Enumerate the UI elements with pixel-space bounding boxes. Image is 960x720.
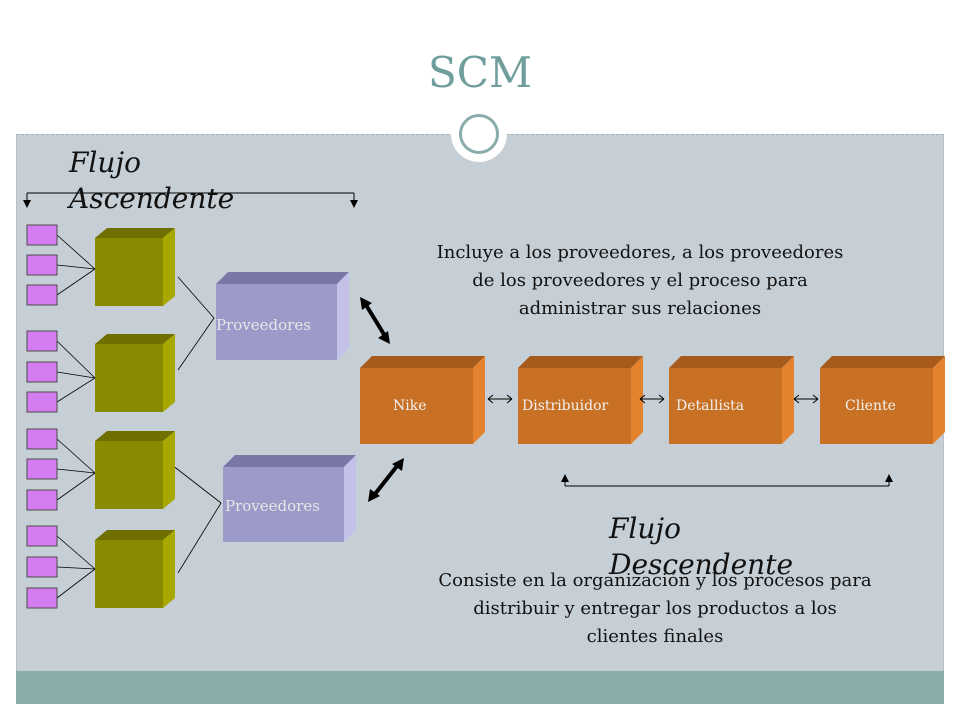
upstream-description: Incluye a los proveedores, a los proveed… <box>380 239 900 323</box>
tier3-connectors <box>56 234 96 599</box>
ring-ornament-icon <box>451 106 507 162</box>
supplier-link-arrow-2 <box>368 458 404 502</box>
downstream-description: Consiste en la organización y los proces… <box>385 567 925 651</box>
supplier-label-2: Proveedores <box>225 497 320 515</box>
footer-band <box>16 671 944 704</box>
chain-box-cliente <box>820 356 945 444</box>
downstream-flow-label: Flujo Descendente <box>609 511 793 583</box>
chain-link-arrows <box>487 394 819 404</box>
downstream-bracket <box>561 474 893 487</box>
upstream-flow-line1: Flujo <box>69 146 141 179</box>
upstream-bracket <box>23 192 358 208</box>
downstream-description-line: Consiste en la organización y los proces… <box>438 570 872 591</box>
downstream-flow-line2: Descendente <box>609 548 794 581</box>
upstream-description-line: administrar sus relaciones <box>518 298 762 319</box>
tier2-connectors <box>171 276 222 574</box>
upstream-description-line: Incluye a los proveedores, a los proveed… <box>436 242 844 263</box>
downstream-description-line: clientes finales <box>586 626 724 647</box>
downstream-flow-line1: Flujo <box>609 512 681 545</box>
upstream-flow-label: Flujo Ascendente <box>69 145 234 217</box>
chain-label-detallista: Detallista <box>676 398 745 414</box>
supplier-box-2 <box>223 455 356 542</box>
chain-box-nike <box>360 356 485 444</box>
supplier-box-1 <box>216 272 349 360</box>
upstream-flow-line2: Ascendente <box>69 182 235 215</box>
upstream-description-line: de los proveedores y el proceso para <box>472 270 808 291</box>
tier2-suppliers <box>95 228 175 608</box>
supplier-link-arrow-1 <box>360 297 390 344</box>
supplier-label-1: Proveedores <box>216 316 311 334</box>
downstream-description-line: distribuir y entregar los productos a lo… <box>473 598 837 619</box>
slide-title: SCM <box>428 48 532 97</box>
chain-label-cliente: Cliente <box>845 398 896 414</box>
chain-box-distribuidor <box>518 356 643 444</box>
chain-label-distribuidor: Distribuidor <box>522 398 609 414</box>
chain-box-detallista <box>669 356 794 444</box>
tier3-suppliers <box>26 224 58 609</box>
chain-label-nike: Nike <box>393 398 427 414</box>
